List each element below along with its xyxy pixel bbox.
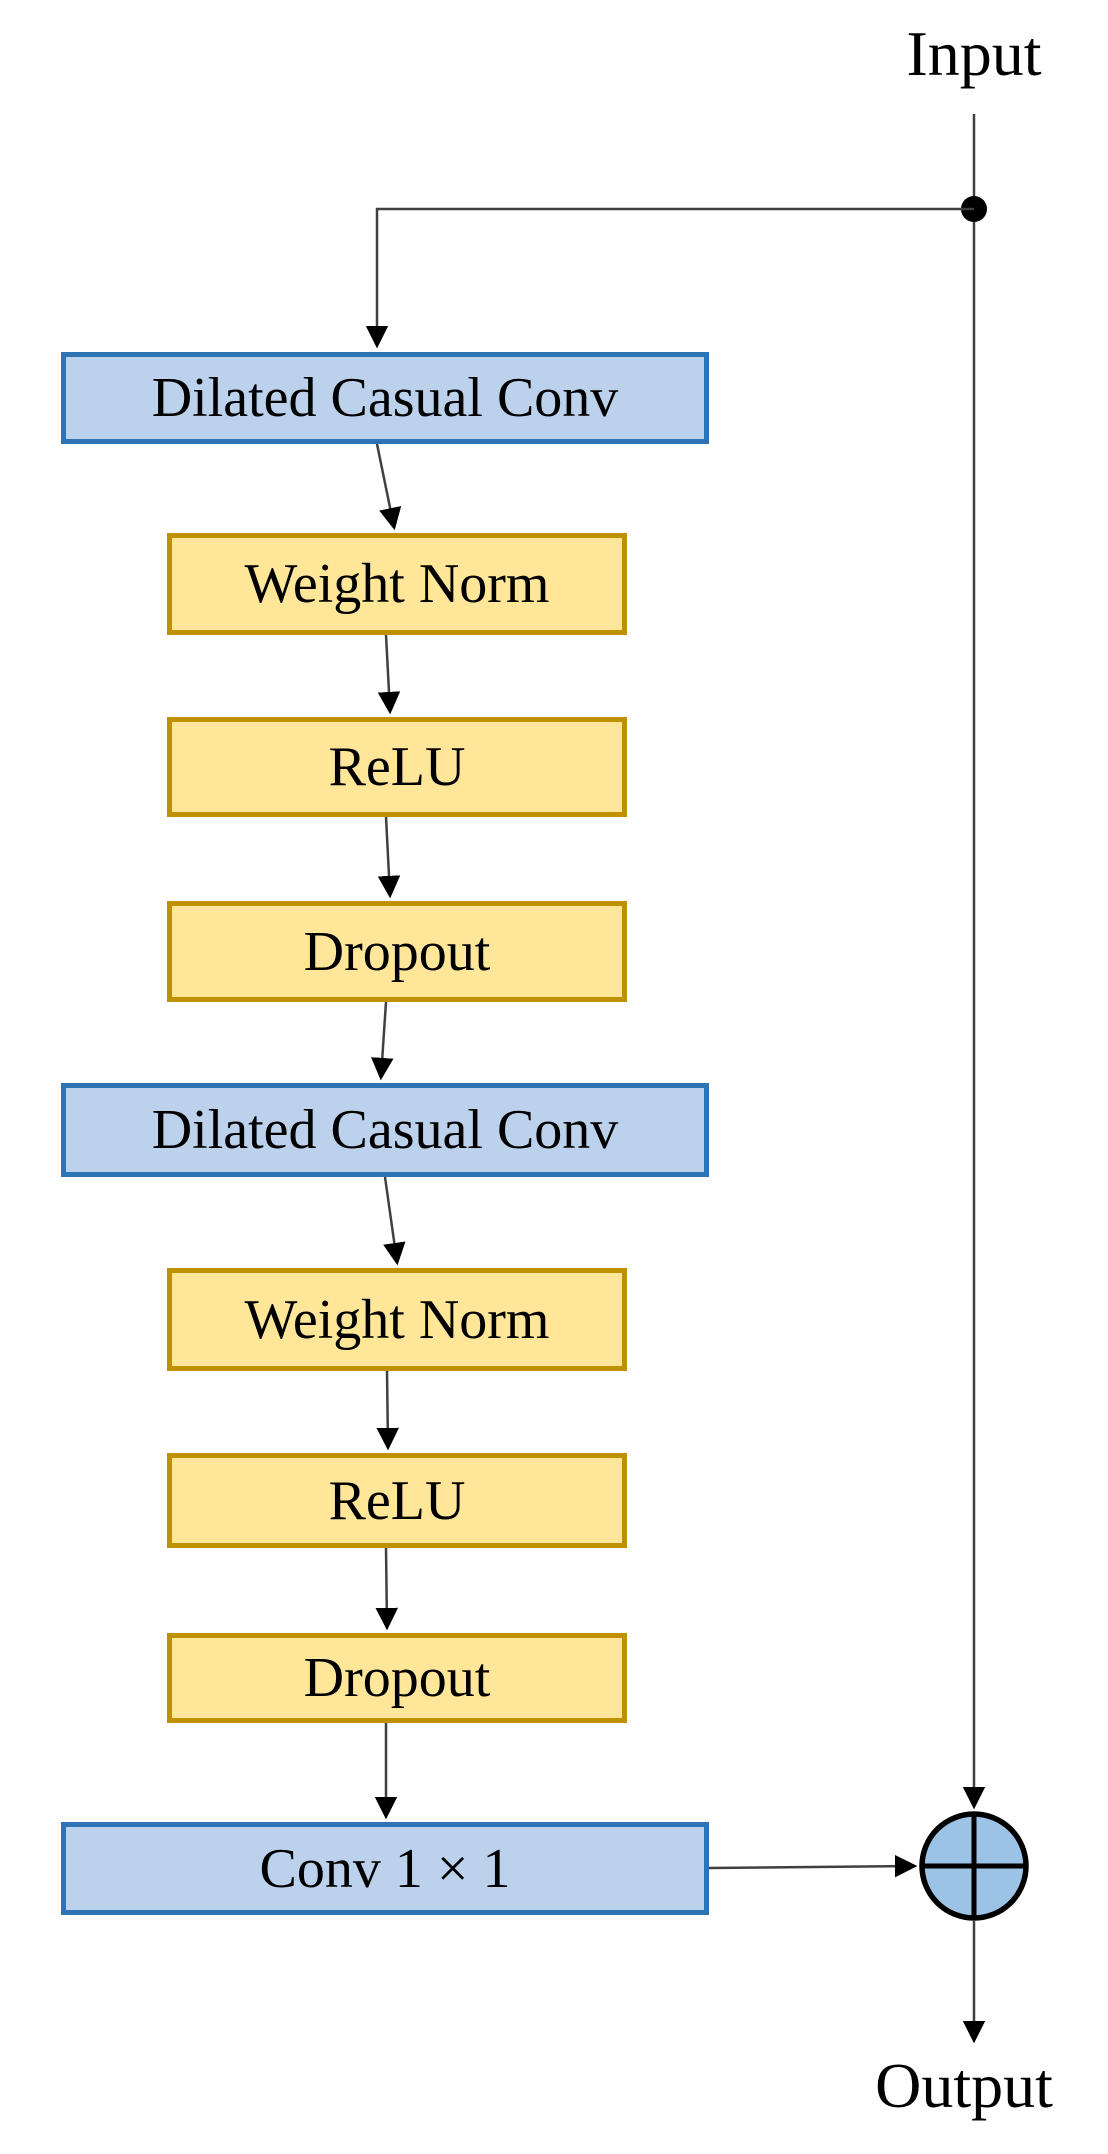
arrow-conv1x1-to-sum <box>708 1854 918 1878</box>
arrow-weightnorm1-to-relu1 <box>377 634 401 715</box>
sum-node <box>919 1811 1029 1921</box>
arrow-conv2-to-weightnorm2 <box>383 1176 406 1266</box>
input-label: Input <box>906 18 1042 89</box>
node-conv-1x1: Conv 1 × 1 <box>61 1822 709 1915</box>
node-weight-norm-2: Weight Norm <box>167 1268 627 1371</box>
branch-arrow <box>365 207 974 349</box>
node-weight-norm-1: Weight Norm <box>167 533 627 635</box>
arrow-conv1-to-weightnorm1 <box>375 443 402 531</box>
node-dropout-1: Dropout <box>167 901 627 1002</box>
node-relu-1: ReLU <box>167 717 627 817</box>
arrow-dropout1-to-conv2 <box>371 1001 394 1081</box>
arrow-relu2-to-dropout2 <box>375 1547 399 1631</box>
output-label: Output <box>875 2050 1053 2121</box>
arrow-weightnorm2-to-relu2 <box>376 1370 399 1451</box>
arrow-relu1-to-dropout1 <box>377 816 401 899</box>
node-dilated-casual-conv-2: Dilated Casual Conv <box>61 1083 709 1177</box>
node-relu-2: ReLU <box>167 1453 627 1548</box>
node-dropout-2: Dropout <box>167 1633 627 1723</box>
node-dilated-casual-conv-1: Dilated Casual Conv <box>61 352 709 444</box>
